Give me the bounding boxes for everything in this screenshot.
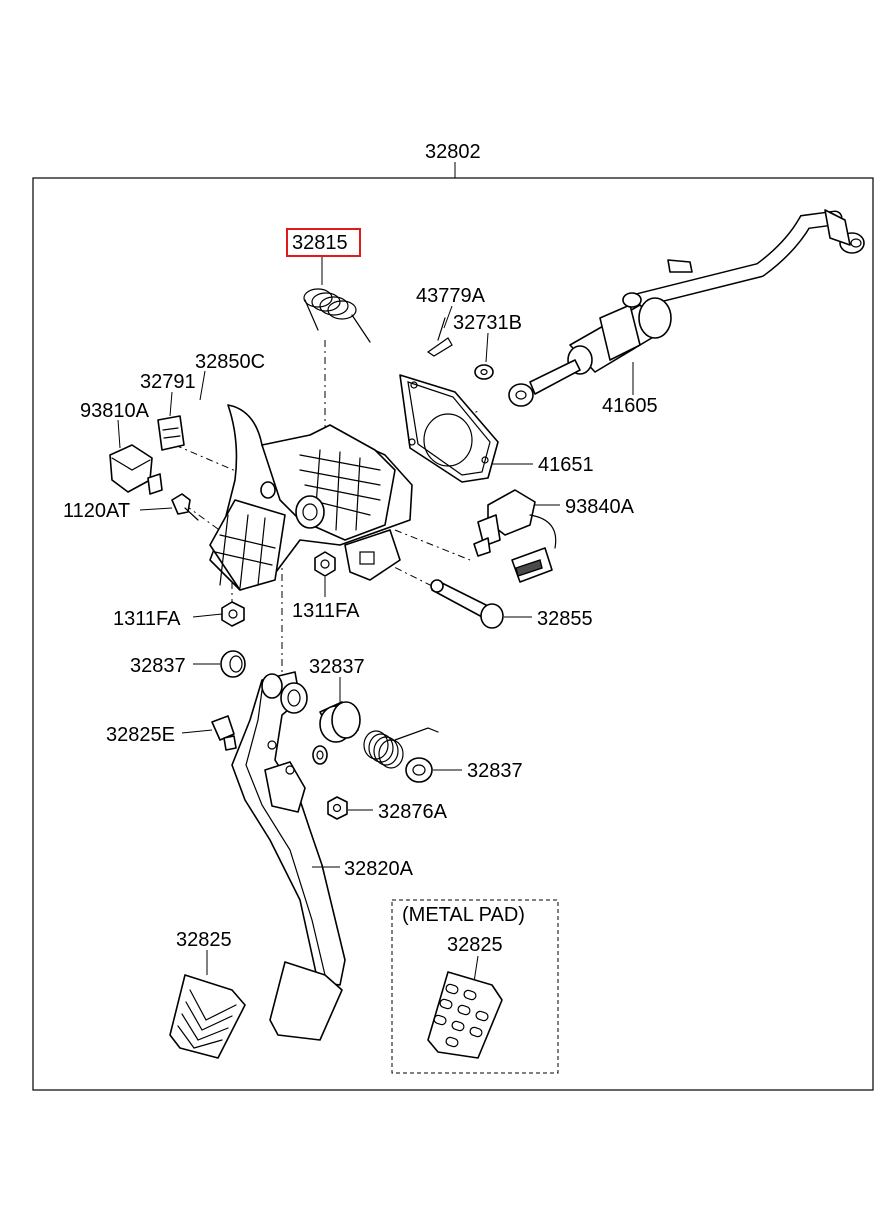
label-1311FA-left[interactable]: 1311FA	[113, 608, 181, 630]
clip-plate-icon[interactable]	[157, 415, 185, 451]
label-32837-mid[interactable]: 32837	[309, 656, 365, 678]
label-32837-right[interactable]: 32837	[467, 760, 523, 782]
label-1120AT[interactable]: 1120AT	[63, 500, 130, 522]
return-spring-icon[interactable]	[363, 727, 439, 769]
label-32825-metal[interactable]: 32825	[447, 934, 503, 956]
stopper-icon[interactable]	[211, 715, 237, 751]
bolt-icon[interactable]	[171, 493, 199, 521]
label-41651[interactable]: 41651	[538, 454, 594, 476]
bushing-icon-mid[interactable]	[319, 701, 361, 743]
label-41605[interactable]: 41605	[602, 395, 658, 417]
assembly-frame	[32, 177, 874, 1091]
metal-pad-title[interactable]: (METAL PAD)	[402, 904, 525, 926]
metal-pad-box	[391, 899, 559, 1074]
clutch-switch-icon[interactable]	[473, 489, 557, 583]
ignition-lock-switch-icon[interactable]	[109, 444, 163, 495]
torsion-spring-icon[interactable]	[303, 288, 371, 343]
master-cylinder-icon[interactable]	[508, 209, 865, 407]
lock-nut-icon[interactable]	[327, 796, 348, 820]
bushing-icon-left[interactable]	[220, 650, 246, 678]
label-1311FA-mid[interactable]: 1311FA	[292, 600, 360, 622]
label-32825E[interactable]: 32825E	[106, 724, 175, 746]
label-32855[interactable]: 32855	[537, 608, 593, 630]
clutch-pedal-icon[interactable]	[231, 671, 346, 1041]
rubber-pedal-pad-icon[interactable]	[169, 974, 246, 1059]
nut-icon-left[interactable]	[221, 601, 245, 627]
label-32815[interactable]: 32815	[292, 232, 348, 254]
label-32837-left[interactable]: 32837	[130, 655, 186, 677]
assembly-number-label[interactable]: 32802	[425, 141, 481, 163]
label-93810A[interactable]: 93810A	[80, 400, 150, 422]
washer-icon[interactable]	[474, 364, 494, 380]
highlight-box	[286, 228, 361, 257]
label-32731B[interactable]: 32731B	[453, 312, 522, 334]
label-32876A[interactable]: 32876A	[378, 801, 448, 823]
pivot-pin-icon[interactable]	[430, 579, 504, 629]
label-32791[interactable]: 32791	[140, 371, 196, 393]
label-43779A[interactable]: 43779A	[416, 285, 486, 307]
metal-pedal-pad-icon[interactable]	[427, 971, 503, 1059]
label-32825-left[interactable]: 32825	[176, 929, 232, 951]
clip-icon[interactable]	[426, 317, 453, 357]
pedal-bracket-icon[interactable]	[209, 404, 413, 591]
small-washer-icon[interactable]	[312, 745, 328, 765]
bushing-icon-right[interactable]	[405, 757, 433, 783]
label-93840A[interactable]: 93840A	[565, 496, 635, 518]
nut-icon-mid[interactable]	[314, 551, 336, 577]
label-32850C[interactable]: 32850C	[195, 351, 265, 373]
label-32820A[interactable]: 32820A	[344, 858, 414, 880]
gasket-icon[interactable]	[399, 374, 499, 483]
